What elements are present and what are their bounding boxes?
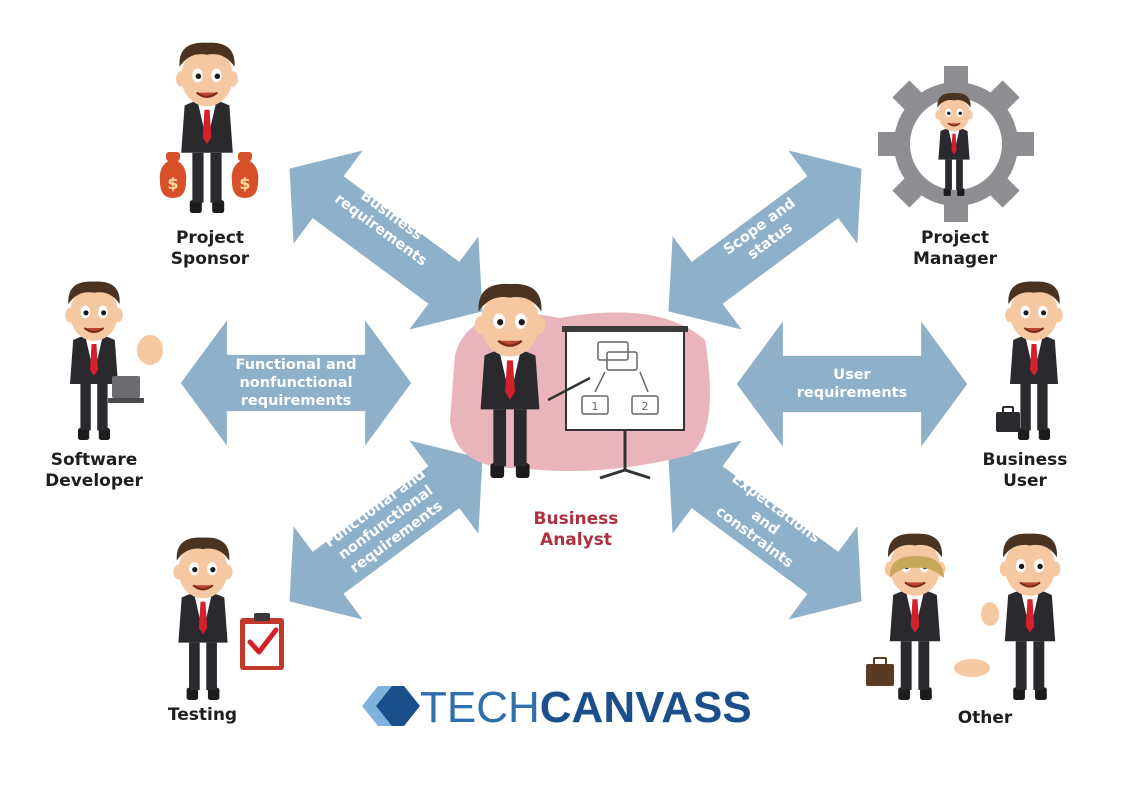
flow-label-developer: Functional and nonfunctional requirement… <box>235 357 357 409</box>
business-user-figure <box>996 280 1064 441</box>
flow-label-user: User requirements <box>796 367 908 401</box>
logo-text-tech: TECH <box>420 683 540 732</box>
role-label-business-user: Business User <box>982 450 1068 491</box>
role-label-testing: Testing <box>167 705 238 725</box>
project-manager-figure <box>878 66 1034 222</box>
business-analyst-label: Business Analyst <box>533 509 619 550</box>
laptop-icon <box>108 376 144 403</box>
whiteboard-box-2: 2 <box>642 400 649 413</box>
logo-wordmark: TECHCANVASS <box>420 684 752 732</box>
techcanvass-logo-mark <box>362 686 420 726</box>
testing-figure <box>172 536 284 701</box>
role-label-project-manager: Project Manager <box>912 228 998 269</box>
handshake-icon <box>954 659 990 677</box>
pointer-stick <box>547 376 591 402</box>
clipboard-check-icon <box>240 613 284 670</box>
project-sponsor-figure: $ $ <box>159 41 259 215</box>
other-briefcase-icon <box>866 657 894 686</box>
svg-text:$: $ <box>239 174 250 193</box>
briefcase-icon <box>996 406 1020 432</box>
role-label-software-developer: Software Developer <box>45 450 143 491</box>
techcanvass-logo: TECHCANVASS <box>360 684 780 732</box>
software-developer-figure <box>64 280 163 441</box>
other-figures <box>866 532 1062 702</box>
logo-text-canvass: CANVASS <box>539 683 752 732</box>
waving-hand-icon <box>137 335 163 365</box>
business-analyst-illustration: 1 2 <box>450 282 710 480</box>
whiteboard-box-1: 1 <box>592 400 599 413</box>
svg-text:$: $ <box>167 174 178 193</box>
money-bags-icon: $ $ <box>159 152 259 198</box>
role-label-project-sponsor: Project Sponsor <box>170 228 250 269</box>
role-label-other: Other <box>957 708 1013 728</box>
thumbs-up-icon <box>981 602 999 626</box>
other-left-hair <box>889 556 944 578</box>
